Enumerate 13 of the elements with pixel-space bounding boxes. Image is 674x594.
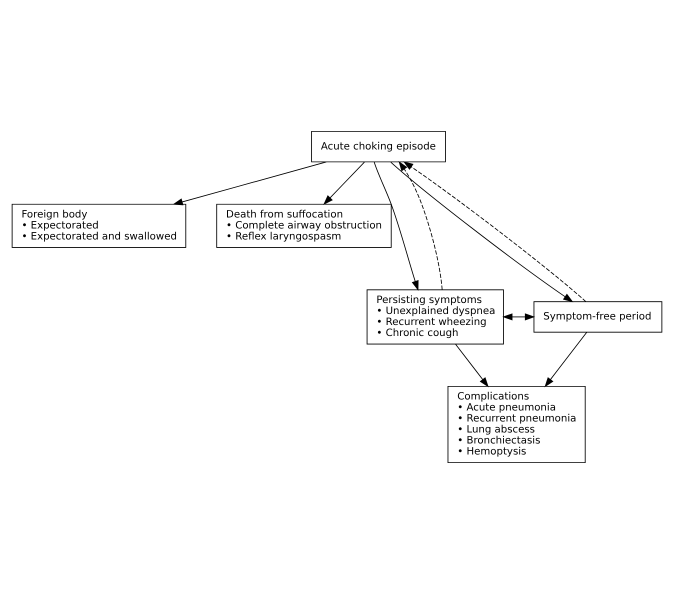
arrow [374, 162, 419, 291]
node-box: Death from suffocation • Complete airway obstruction • Reflex laryngospasm [216, 204, 392, 248]
arrow [455, 344, 489, 388]
arrow [323, 162, 365, 205]
node-box: Symptom-free period [534, 301, 662, 333]
node-box: Acute choking episode [311, 130, 446, 162]
arrow [544, 332, 588, 388]
arrow [502, 313, 536, 320]
node-box: Foreign body • Expectorated • Expectorated and swallowed [12, 204, 186, 248]
node-box: Persisting symptoms • Unexplained dyspnea • Recurrent wheezing • Chronic cough [366, 289, 504, 344]
arrow [398, 161, 443, 290]
arrow [172, 162, 327, 206]
node-box: Complications • Acute pneumonia • Recurrent pneumonia • Lung abscess • Bronchiectasis • Hemoptysis [448, 386, 586, 464]
